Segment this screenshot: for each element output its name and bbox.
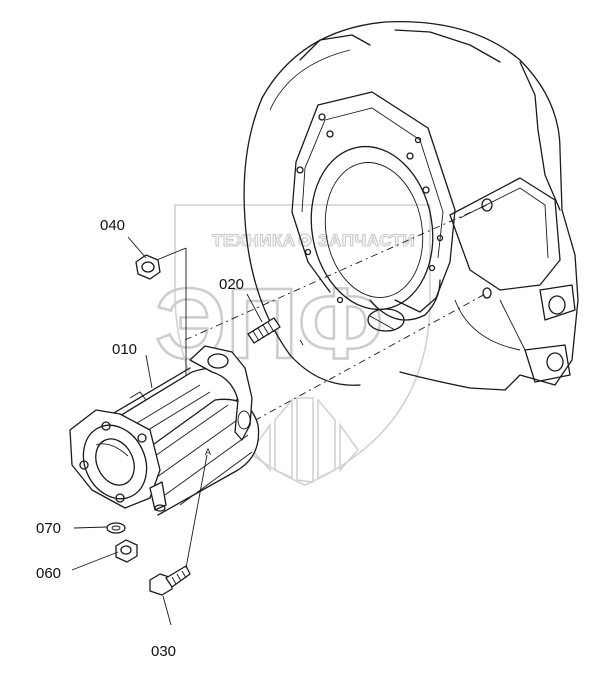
annotation-mark-a: A xyxy=(205,447,211,457)
wheat-emblem xyxy=(250,397,360,483)
watermark-left-word: ТЕХНИКА xyxy=(212,231,296,250)
flange-nut-040 xyxy=(135,254,161,280)
stud-bolt xyxy=(247,317,281,344)
callout-020: 020 xyxy=(219,276,244,293)
leader-lines xyxy=(71,236,263,626)
callout-030: 030 xyxy=(151,643,176,660)
hex-bolt-030 xyxy=(149,454,208,596)
callouts: 040 020 010 070 060 030 A xyxy=(36,217,244,660)
callout-060: 060 xyxy=(36,565,61,582)
callout-040: 040 xyxy=(100,217,125,234)
callout-010: 010 xyxy=(112,341,137,358)
gear-icon xyxy=(298,233,312,247)
watermark-right-word: ЗАПЧАСТИ xyxy=(318,231,415,250)
flywheel-housing xyxy=(243,21,579,391)
spring-washer-070 xyxy=(106,522,126,534)
starter-motor xyxy=(69,345,260,516)
callout-070: 070 xyxy=(36,520,61,537)
hex-nut-060 xyxy=(115,539,138,563)
watermark-shield xyxy=(174,204,431,486)
